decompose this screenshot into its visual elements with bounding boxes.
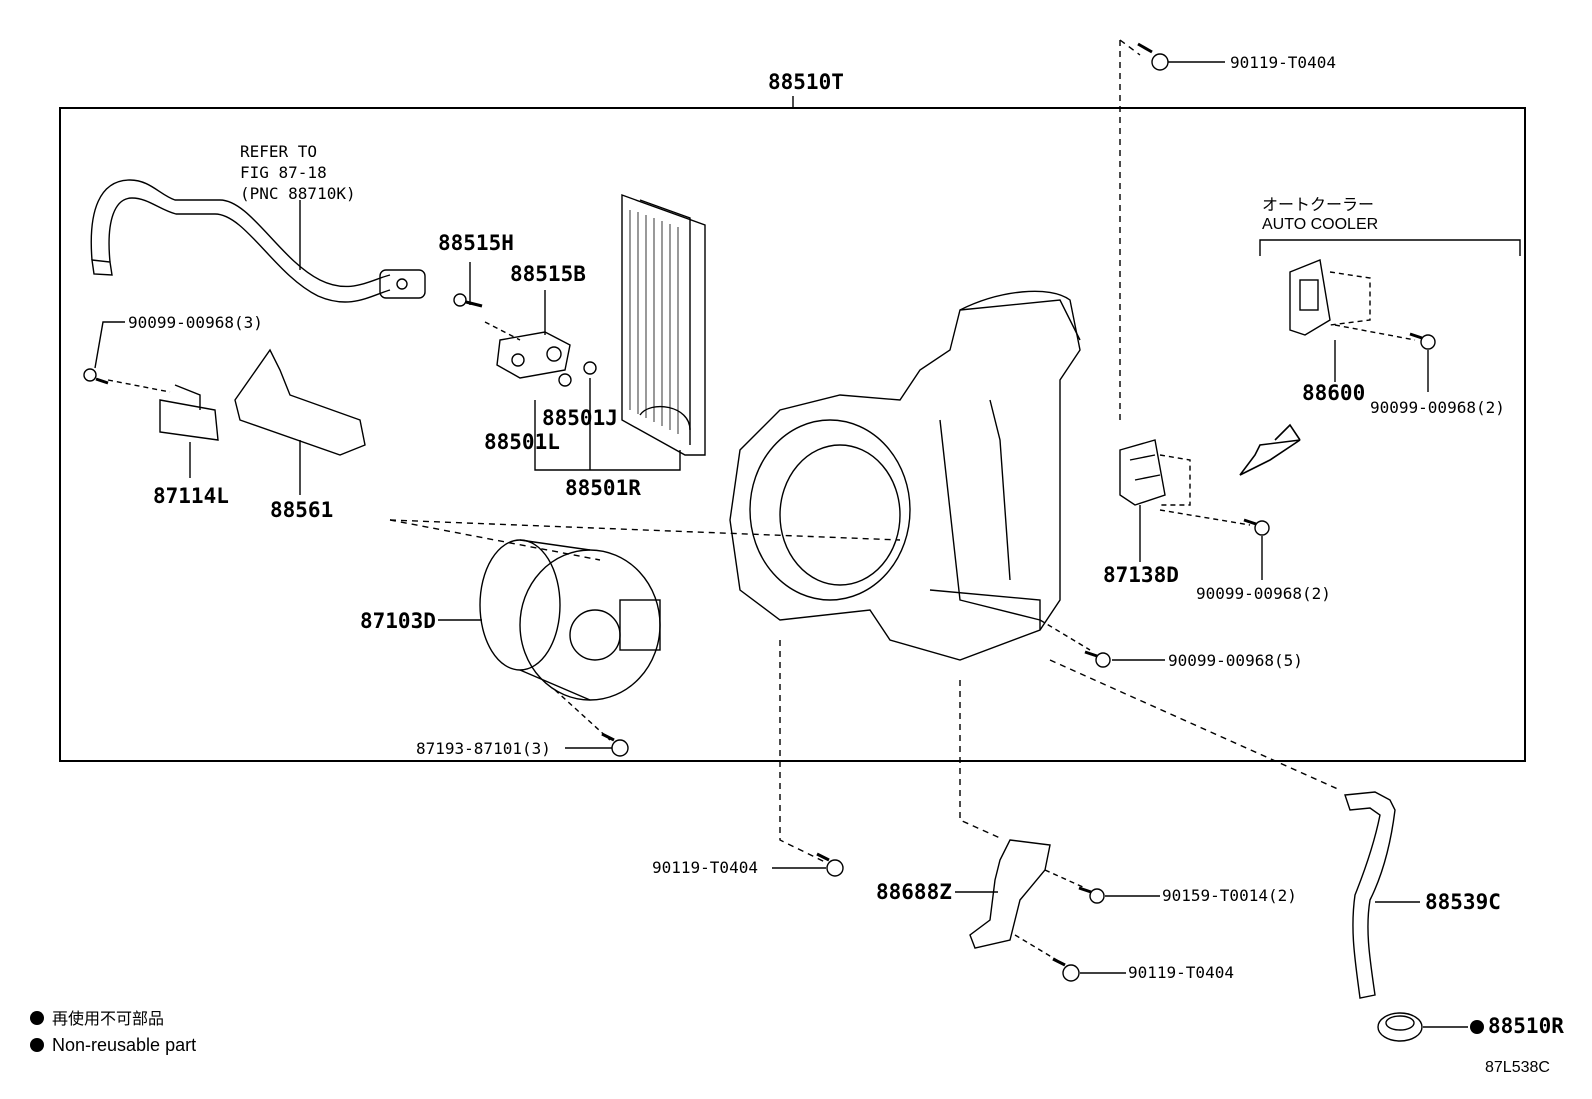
sensor-icon-88600 [1289, 259, 1331, 336]
label-88539C: 88539C [1425, 890, 1501, 914]
dashed-88600-bolt [1334, 324, 1416, 341]
cover-icon-88561 [234, 348, 366, 456]
label-refer-line1: REFER TO [240, 142, 318, 161]
non-reusable-dot-icon [30, 1038, 44, 1052]
label-90099-2a: 90099-00968(2) [1370, 398, 1505, 417]
label-auto-cooler-en: AUTO COOLER [1262, 216, 1379, 233]
dashed-88515H [484, 321, 521, 341]
label-refer-line2: FIG 87-18 [240, 163, 327, 182]
dashed-bolt-left [107, 379, 171, 393]
dashed-87138D-bolt [1159, 509, 1251, 526]
legend-row-jp: 再使用不可部品 [30, 1005, 196, 1032]
dashed-87193 [554, 689, 611, 741]
dashed-88600 [1329, 271, 1371, 326]
legend-row-en: Non-reusable part [30, 1032, 196, 1058]
bolt-icon-90099-5 [1084, 650, 1111, 668]
o-ring-icon [583, 361, 597, 375]
label-90099-3: 90099-00968(3) [128, 313, 263, 332]
label-88600: 88600 [1302, 381, 1366, 405]
dashed-blower [389, 519, 901, 561]
non-reusable-dot-icon [30, 1011, 44, 1025]
label-refer-line3: (PNC 88710K) [240, 184, 356, 203]
label-88561: 88561 [270, 498, 334, 522]
dashed-90119-mid [779, 640, 826, 863]
label-90159: 90159-T0014(2) [1162, 886, 1297, 905]
label-87193: 87193-87101(3) [416, 739, 551, 758]
label-88501R: 88501R [565, 476, 641, 500]
dashed-leader-top [1119, 39, 1141, 420]
label-88501L: 88501L [484, 430, 560, 454]
hose-icon [90, 179, 426, 303]
label-88688Z: 88688Z [876, 880, 952, 904]
screw-icon-87193 [601, 732, 629, 757]
dashed-drain [1049, 659, 1341, 791]
bracket-icon-88688Z [969, 839, 1051, 949]
expansion-valve-icon [496, 331, 571, 379]
label-88501J: 88501J [542, 406, 618, 430]
bolt-icon-88515H [453, 293, 483, 308]
dashed-88688Z [959, 680, 1001, 839]
leader-90099-3 [94, 321, 125, 369]
auto-cooler-bracket [1259, 239, 1521, 256]
drain-hose-icon [1344, 791, 1396, 999]
label-87114L: 87114L [153, 484, 229, 508]
legend: 再使用不可部品 Non-reusable part [30, 1005, 196, 1058]
evaporator-icon [621, 194, 706, 456]
dashed-87138D [1159, 454, 1191, 506]
label-88515H: 88515H [438, 231, 514, 255]
blower-motor-icon [479, 539, 661, 701]
dashed-90099-5 [1039, 619, 1091, 651]
legend-jp: 再使用不可部品 [52, 1009, 165, 1028]
figure-code: 87L538C [1485, 1059, 1550, 1076]
label-90099-2b: 90099-00968(2) [1196, 584, 1331, 603]
bracket-icon-87138D [1119, 439, 1166, 506]
bolt-icon-90119-bot [1052, 957, 1080, 982]
label-88510T: 88510T [768, 70, 844, 94]
label-auto-cooler-jp: オートクーラー [1262, 195, 1375, 214]
label-90119-mid: 90119-T0404 [652, 858, 758, 877]
bolt-icon-top [1137, 42, 1169, 71]
label-87103D: 87103D [360, 609, 436, 633]
bolt-icon-88600 [1409, 332, 1436, 350]
label-90119-top: 90119-T0404 [1230, 53, 1336, 72]
legend-en: Non-reusable part [52, 1035, 197, 1055]
grommet-icon-88510R [1377, 1012, 1423, 1042]
bolt-icon-90119-mid [816, 852, 844, 877]
label-90119-bot: 90119-T0404 [1128, 963, 1234, 982]
direction-arrow-icon [1239, 423, 1301, 476]
label-90099-5: 90099-00968(5) [1168, 651, 1303, 670]
bolt-icon-90159 [1078, 886, 1105, 904]
o-ring-icon [558, 373, 572, 387]
label-88515B: 88515B [510, 262, 586, 286]
dashed-90159 [1044, 869, 1086, 889]
label-88510R: 88510R [1488, 1014, 1564, 1038]
bolt-icon-87138D [1243, 518, 1270, 536]
blower-case-icon [729, 290, 1081, 661]
leader-88501 [534, 378, 681, 471]
dashed-90119-bot [1014, 934, 1061, 963]
bolt-icon-left [83, 368, 109, 385]
label-87138D: 87138D [1103, 563, 1179, 587]
bracket-icon-87114L [159, 384, 219, 441]
non-reusable-dot-icon [1470, 1020, 1484, 1034]
